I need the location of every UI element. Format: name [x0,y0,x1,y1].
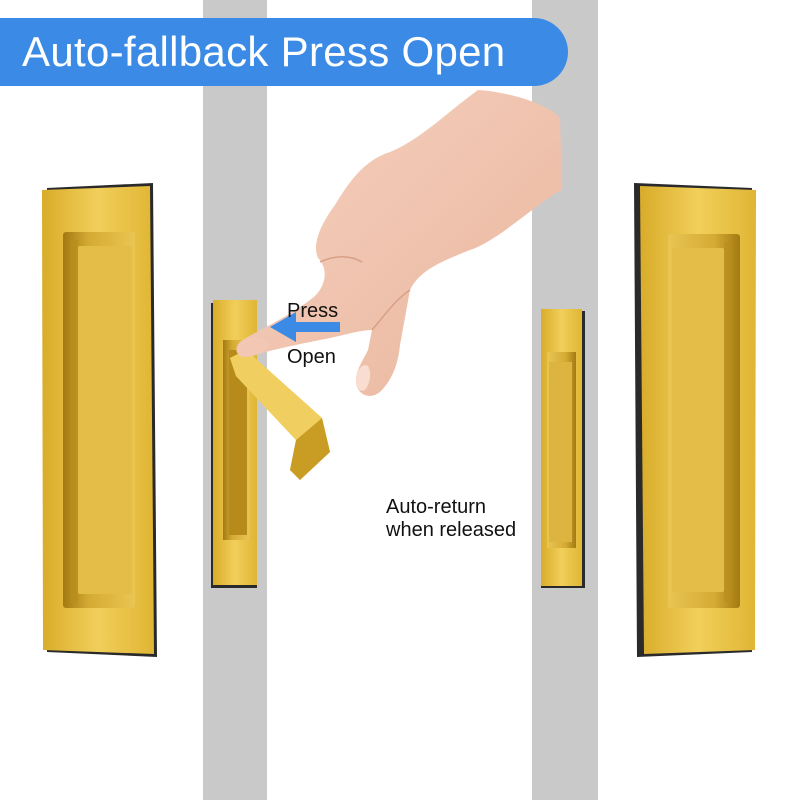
flush-pull-left [42,183,157,657]
open-label: Open [287,346,336,368]
edge-pull-closed [541,309,585,588]
hand-illustration [236,90,562,396]
press-label: Press [287,300,339,322]
title-banner: Auto-fallback Press Open [0,18,568,86]
flush-pull-right [634,183,756,657]
auto-return-label-line1: Auto-return [386,496,487,518]
press-arrow [270,312,340,342]
auto-return-label-line2: when released [386,519,517,541]
banner-title: Auto-fallback Press Open [22,28,506,75]
